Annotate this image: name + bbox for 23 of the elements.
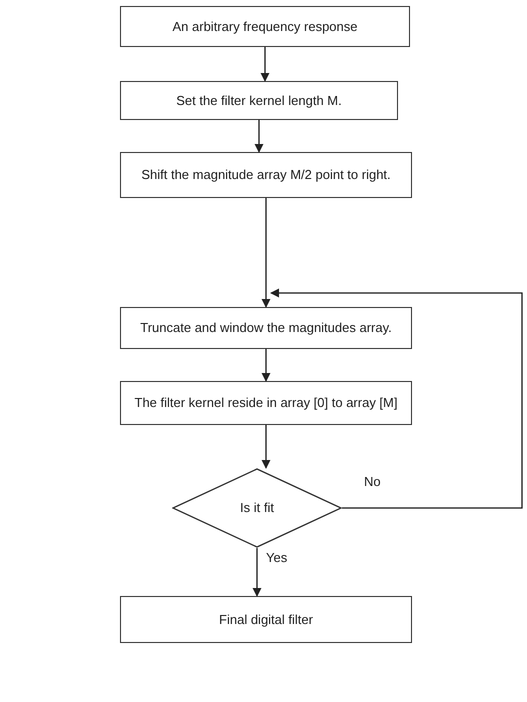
arrow [252,548,262,597]
arrow [262,425,270,469]
node-text: Set the filter kernel length M. [176,92,342,108]
process-box [120,307,412,349]
node-text: The filter kernel reside in array [0] to array [M] [134,395,398,411]
node-text: Truncate and window the magnitudes array. [140,320,392,336]
edge-label: No [362,474,383,489]
arrow [260,47,270,82]
node-text: Final digital filter [219,612,313,628]
process-box [120,596,412,643]
process-box [120,381,412,425]
process-box [120,81,398,120]
arrow [254,120,264,153]
node-text: Shift the magnitude array M/2 point to right. [141,167,391,183]
arrow [262,198,270,308]
edge-label: Yes [264,550,290,565]
node-text: An arbitrary frequency response [172,18,358,34]
decision-diamond [172,468,342,548]
node-text: Is it fit [240,500,274,516]
arrow [270,288,523,509]
process-box [120,6,410,47]
process-box [120,152,412,198]
arrow [262,349,270,382]
